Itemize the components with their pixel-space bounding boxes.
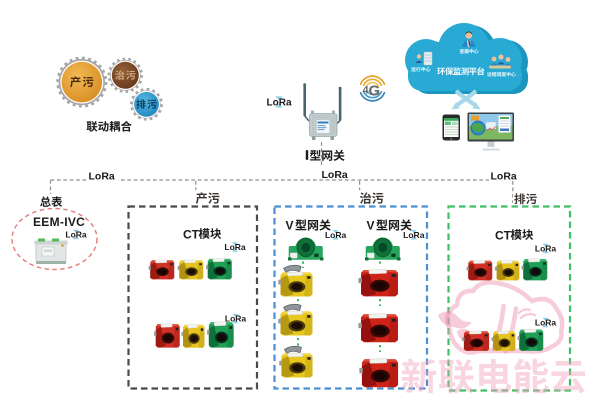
svg-text:LoRa: LoRa (65, 230, 87, 240)
svg-text:LoRa: LoRa (403, 230, 425, 240)
svg-text:LoRa: LoRa (322, 169, 348, 181)
svg-text:V: V (367, 219, 375, 233)
svg-text:EEM-IVC: EEM-IVC (33, 215, 85, 229)
svg-text:LoRa: LoRa (535, 244, 557, 254)
svg-text:G: G (369, 83, 381, 100)
svg-text:LoRa: LoRa (491, 171, 517, 183)
svg-text:LoRa: LoRa (325, 230, 347, 240)
svg-text:LoRa: LoRa (225, 314, 247, 324)
svg-text:LoRa: LoRa (89, 171, 115, 183)
svg-text:LoRa: LoRa (267, 98, 292, 109)
svg-text:LoRa: LoRa (224, 242, 246, 252)
svg-text:CT: CT (495, 229, 512, 243)
svg-text:LoRa: LoRa (535, 318, 557, 328)
svg-text:4: 4 (363, 85, 370, 97)
svg-text:CT: CT (183, 228, 200, 242)
svg-text:V: V (286, 219, 294, 233)
